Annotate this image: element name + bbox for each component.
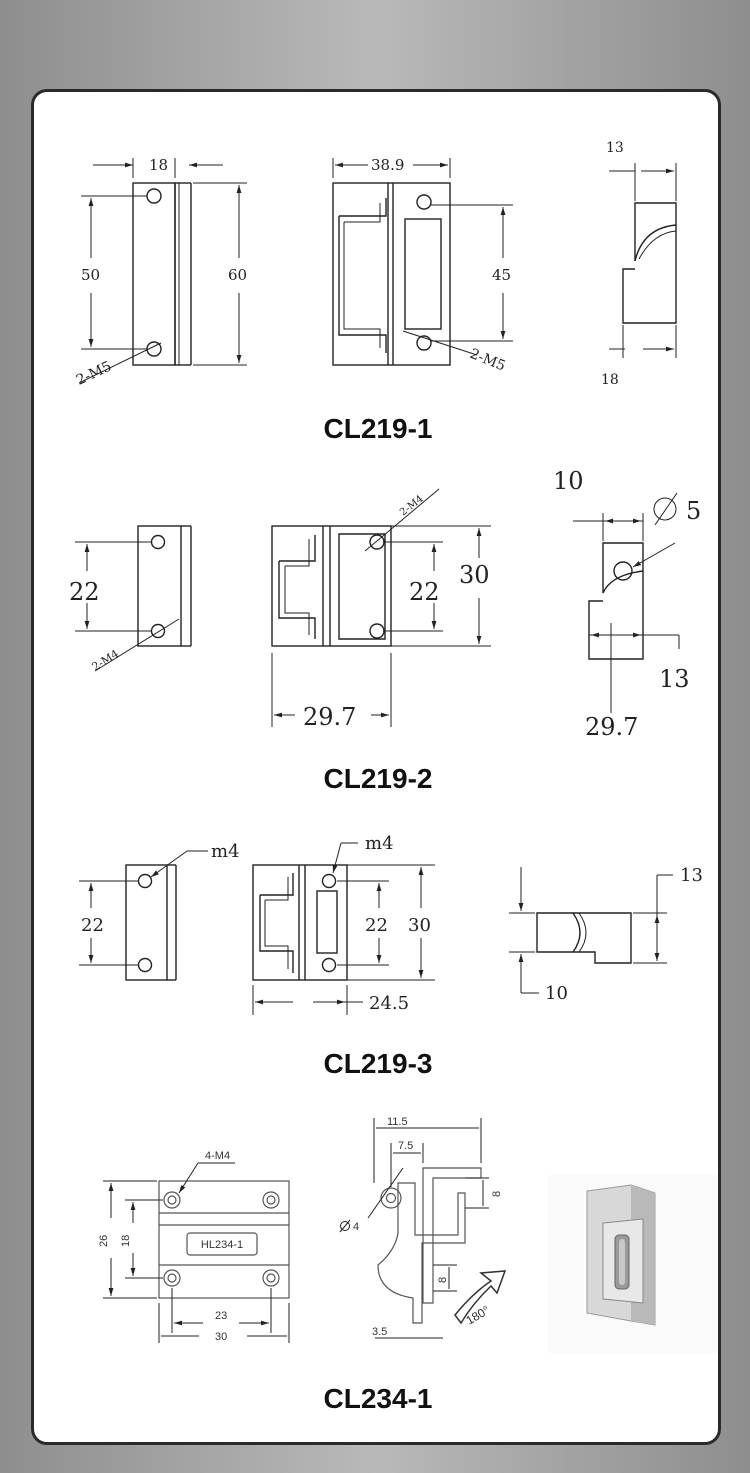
cl219-1-dim-18: 18 bbox=[149, 156, 168, 174]
cl219-1-dim-18-side: 18 bbox=[601, 372, 619, 388]
cl234-1-dim-4: 4 bbox=[353, 1221, 359, 1233]
cl234-1-dim-23: 23 bbox=[215, 1310, 227, 1322]
cl219-2-dim-5: 5 bbox=[686, 497, 701, 525]
drawing-card: 18 50 60 2-M5 38.9 45 2-M5 13 18 CL21 bbox=[31, 89, 721, 1445]
caption-cl219-3: CL219-3 bbox=[324, 1048, 433, 1079]
cl219-1-open-view bbox=[332, 158, 513, 366]
cl219-2-front-view bbox=[75, 525, 192, 672]
cl219-2-dim-29-7-side: 29.7 bbox=[585, 713, 638, 741]
cl219-1-dim-13: 13 bbox=[606, 140, 624, 156]
cl219-3-dim-22: 22 bbox=[81, 915, 104, 936]
cl219-1-dim-50: 50 bbox=[81, 266, 100, 284]
caption-cl219-1: CL219-1 bbox=[324, 413, 433, 444]
cl234-1-dim-26: 26 bbox=[98, 1235, 110, 1247]
cl219-2-dim-13: 13 bbox=[659, 665, 690, 693]
caption-cl234-1: CL234-1 bbox=[324, 1383, 433, 1414]
cl234-1-product-photo bbox=[548, 1175, 718, 1353]
cl219-2-dim-29-7: 29.7 bbox=[303, 703, 356, 731]
cl219-1-dim-60: 60 bbox=[228, 266, 247, 284]
cl219-2-dim-10: 10 bbox=[553, 467, 584, 495]
cl234-1-hole-label: 4-M4 bbox=[205, 1150, 230, 1162]
cl219-3-front-view bbox=[79, 850, 208, 981]
cl219-1-hole-label: 2-M5 bbox=[74, 359, 114, 389]
cl234-1-dim-8-b: 8 bbox=[437, 1277, 449, 1283]
cl219-3-label-m4: m4 bbox=[211, 841, 240, 862]
cl219-1-dim-45: 45 bbox=[492, 266, 511, 284]
cl219-3-dim-13: 13 bbox=[680, 865, 703, 886]
cl219-2-dim-22-b: 22 bbox=[409, 578, 440, 606]
cl219-1-front-view bbox=[78, 158, 247, 384]
cl219-3-label-m4-b: m4 bbox=[365, 833, 394, 854]
cl219-3-dim-10: 10 bbox=[545, 983, 568, 1004]
cl234-1-dim-11-5: 11.5 bbox=[387, 1116, 408, 1128]
diameter-icon-small bbox=[339, 1219, 351, 1233]
diameter-icon bbox=[653, 492, 678, 526]
cl219-1-side-view bbox=[609, 163, 677, 358]
cl219-1-dim-38-9: 38.9 bbox=[371, 156, 404, 174]
cl219-2-side-view bbox=[573, 513, 680, 713]
cl219-3-dim-30: 30 bbox=[408, 915, 431, 936]
cl219-2-open-view bbox=[271, 488, 491, 727]
technical-drawings: 18 50 60 2-M5 38.9 45 2-M5 13 18 CL21 bbox=[69, 140, 718, 1414]
cl234-1-dim-3-5: 3.5 bbox=[372, 1326, 387, 1338]
caption-cl219-2: CL219-2 bbox=[324, 763, 433, 794]
cl219-2-dim-22: 22 bbox=[69, 578, 100, 606]
cl234-1-dim-8: 8 bbox=[491, 1191, 503, 1197]
cl234-1-front-view bbox=[103, 1162, 290, 1343]
cl219-2-dim-30: 30 bbox=[459, 561, 490, 589]
cl234-1-dim-18: 18 bbox=[120, 1235, 132, 1247]
cl219-3-dim-24-5: 24.5 bbox=[369, 993, 409, 1014]
cl234-1-model-label: HL234-1 bbox=[201, 1239, 243, 1251]
cl234-1-side-view bbox=[367, 1118, 507, 1339]
cl219-1-hole-label-2: 2-M5 bbox=[468, 346, 508, 375]
cl234-1-dim-30: 30 bbox=[215, 1331, 227, 1343]
cl219-3-side-view bbox=[509, 867, 673, 994]
cl219-3-dim-22-b: 22 bbox=[365, 915, 388, 936]
cl219-3-open-view bbox=[252, 842, 435, 1015]
cl219-2-hole-label-2: 2-M4 bbox=[398, 493, 426, 518]
cl234-1-dim-7-5: 7.5 bbox=[398, 1140, 413, 1152]
cl219-2-hole-label: 2-M4 bbox=[90, 647, 121, 673]
